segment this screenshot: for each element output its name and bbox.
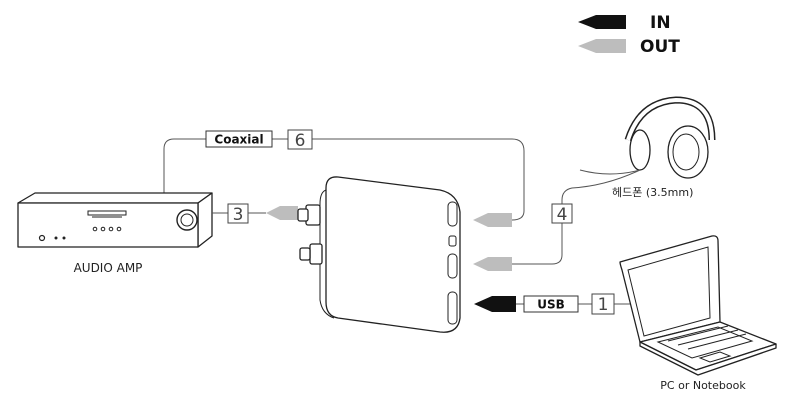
laptop: PC or Notebook [619, 235, 777, 392]
headphones-icon [561, 96, 716, 204]
legend-in-label: IN [650, 13, 671, 33]
legend: IN OUT [578, 13, 680, 57]
legend-out-label: OUT [640, 37, 680, 57]
connection-number-1: 1 [598, 295, 609, 315]
audio-amp: AUDIO AMP [17, 192, 213, 275]
laptop-caption: PC or Notebook [660, 379, 746, 392]
connection-1: USB 1 [474, 293, 640, 315]
headphones: 헤드폰 (3.5mm) [561, 96, 716, 204]
dac-device-icon [297, 176, 461, 333]
out-arrow-icon [578, 39, 626, 53]
connection-number-3: 3 [233, 205, 244, 225]
connection-3: 3 [212, 203, 298, 225]
audio-amp-icon [17, 192, 213, 248]
dac-device [297, 176, 461, 333]
laptop-icon [619, 235, 777, 376]
coaxial-out-arrow-icon [473, 213, 512, 227]
coaxial-label: Coaxial [214, 133, 263, 147]
headphone-out-arrow-icon [473, 257, 512, 271]
usb-label: USB [537, 298, 565, 312]
connection-number-6: 6 [295, 131, 306, 151]
headphones-caption: 헤드폰 (3.5mm) [612, 186, 693, 199]
amp-caption: AUDIO AMP [74, 261, 143, 275]
connection-number-4: 4 [557, 205, 568, 225]
rca-out-arrow-icon [266, 206, 298, 220]
coaxial-cable: Coaxial 6 [163, 129, 525, 227]
connection-4: 4 [473, 203, 573, 271]
usb-in-arrow-icon [474, 296, 516, 312]
in-arrow-icon [578, 15, 626, 29]
